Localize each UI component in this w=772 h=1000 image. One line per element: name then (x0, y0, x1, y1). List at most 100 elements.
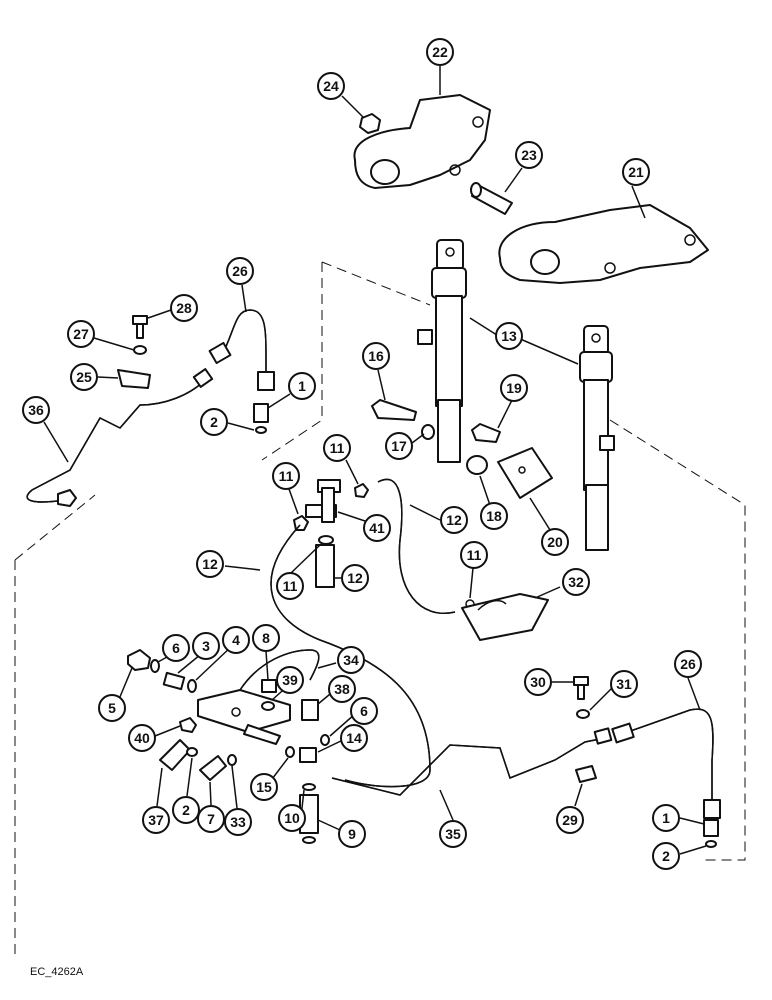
washer-17 (421, 424, 435, 440)
callout-37: 37 (142, 806, 170, 834)
svg-text:28: 28 (176, 300, 192, 316)
fitting-1-left (253, 403, 269, 423)
pipe-35 (331, 727, 613, 796)
oring-6b (320, 734, 330, 746)
lift-cylinder-right (579, 325, 615, 551)
svg-text:31: 31 (616, 676, 632, 692)
svg-text:2: 2 (182, 802, 190, 818)
bracket-20 (497, 447, 553, 499)
svg-text:13: 13 (501, 328, 517, 344)
svg-text:11: 11 (279, 468, 294, 484)
lift-cylinder-left (417, 239, 467, 463)
callout-19: 19 (500, 374, 528, 402)
svg-text:38: 38 (334, 681, 350, 697)
part-3 (162, 671, 186, 691)
callout-1-left: 1 (288, 372, 316, 400)
callout-26-right: 26 (674, 650, 702, 678)
svg-text:3: 3 (202, 638, 210, 654)
svg-text:17: 17 (391, 438, 407, 454)
callout-31: 31 (610, 670, 638, 698)
callout-39: 39 (276, 666, 304, 694)
bushing-18 (466, 455, 488, 475)
svg-text:8: 8 (262, 630, 270, 646)
pin-23 (470, 182, 513, 215)
svg-text:34: 34 (343, 652, 359, 668)
svg-text:32: 32 (568, 574, 584, 590)
callout-6a: 6 (162, 634, 190, 662)
bolt-30 (573, 676, 589, 700)
elbow-37 (159, 739, 191, 771)
elbow-7 (199, 755, 227, 781)
callout-9: 9 (338, 820, 366, 848)
svg-text:2: 2 (662, 848, 670, 864)
callout-15: 15 (250, 773, 278, 801)
callout-10: 10 (278, 804, 306, 832)
figure-code: EC_4262A (30, 966, 84, 978)
leader-lines (43, 66, 707, 855)
callout-35: 35 (439, 820, 467, 848)
oring-33b (227, 754, 237, 766)
lift-arm-lower (498, 204, 709, 284)
washer-31 (576, 709, 590, 719)
svg-text:22: 22 (432, 44, 448, 60)
oring-6a (150, 659, 160, 673)
nut-40 (179, 717, 197, 733)
ring-2-block (186, 747, 198, 757)
callout-26-left: 26 (226, 257, 254, 285)
tee-fitting-41 (305, 479, 341, 523)
callout-4: 4 (222, 626, 250, 654)
fitting-39 (261, 701, 275, 711)
svg-text:11: 11 (283, 578, 298, 594)
svg-text:39: 39 (282, 672, 298, 688)
svg-text:33: 33 (230, 814, 246, 830)
callout-27: 27 (67, 320, 95, 348)
callout-2-left: 2 (200, 408, 228, 436)
callout-22: 22 (426, 38, 454, 66)
callout-21: 21 (622, 158, 650, 186)
callout-16: 16 (362, 342, 390, 370)
clip-29 (575, 765, 597, 783)
svg-text:29: 29 (562, 812, 578, 828)
washer-27 (133, 345, 147, 355)
svg-text:12: 12 (446, 512, 462, 528)
callout-12c: 12 (341, 564, 369, 592)
callout-40: 40 (128, 724, 156, 752)
svg-text:9: 9 (348, 826, 356, 842)
svg-text:27: 27 (73, 326, 89, 342)
svg-text:20: 20 (547, 534, 563, 550)
svg-text:10: 10 (284, 810, 300, 826)
callout-28: 28 (170, 294, 198, 322)
callout-11d: 11 (460, 541, 488, 569)
callout-14: 14 (340, 724, 368, 752)
svg-text:1: 1 (298, 378, 306, 394)
callout-1-right: 1 (652, 804, 680, 832)
pipe-26-right (611, 708, 721, 819)
orings-10 (302, 783, 316, 844)
svg-text:12: 12 (202, 556, 218, 572)
plug-5 (127, 649, 151, 671)
callout-30: 30 (524, 668, 552, 696)
svg-text:21: 21 (628, 164, 644, 180)
callout-24: 24 (317, 72, 345, 100)
svg-text:40: 40 (134, 730, 150, 746)
fitting-38 (301, 699, 319, 721)
svg-text:24: 24 (323, 78, 339, 94)
callout-38: 38 (328, 675, 356, 703)
bolt-19 (471, 423, 501, 443)
ring-2-left (255, 426, 267, 434)
clamp-25 (117, 369, 151, 389)
svg-text:1: 1 (662, 810, 670, 826)
callout-6b: 6 (350, 697, 378, 725)
svg-text:4: 4 (232, 632, 240, 648)
svg-text:14: 14 (346, 730, 362, 746)
plate-32 (461, 593, 549, 641)
callout-29: 29 (556, 806, 584, 834)
svg-text:12: 12 (347, 570, 363, 586)
callout-5: 5 (98, 694, 126, 722)
callout-balloons: 22 24 23 21 26 28 27 25 36 1 2 13 16 19 … (22, 38, 702, 870)
callout-23: 23 (515, 141, 543, 169)
svg-text:6: 6 (172, 640, 180, 656)
nut-24 (359, 113, 381, 134)
callout-41: 41 (363, 514, 391, 542)
